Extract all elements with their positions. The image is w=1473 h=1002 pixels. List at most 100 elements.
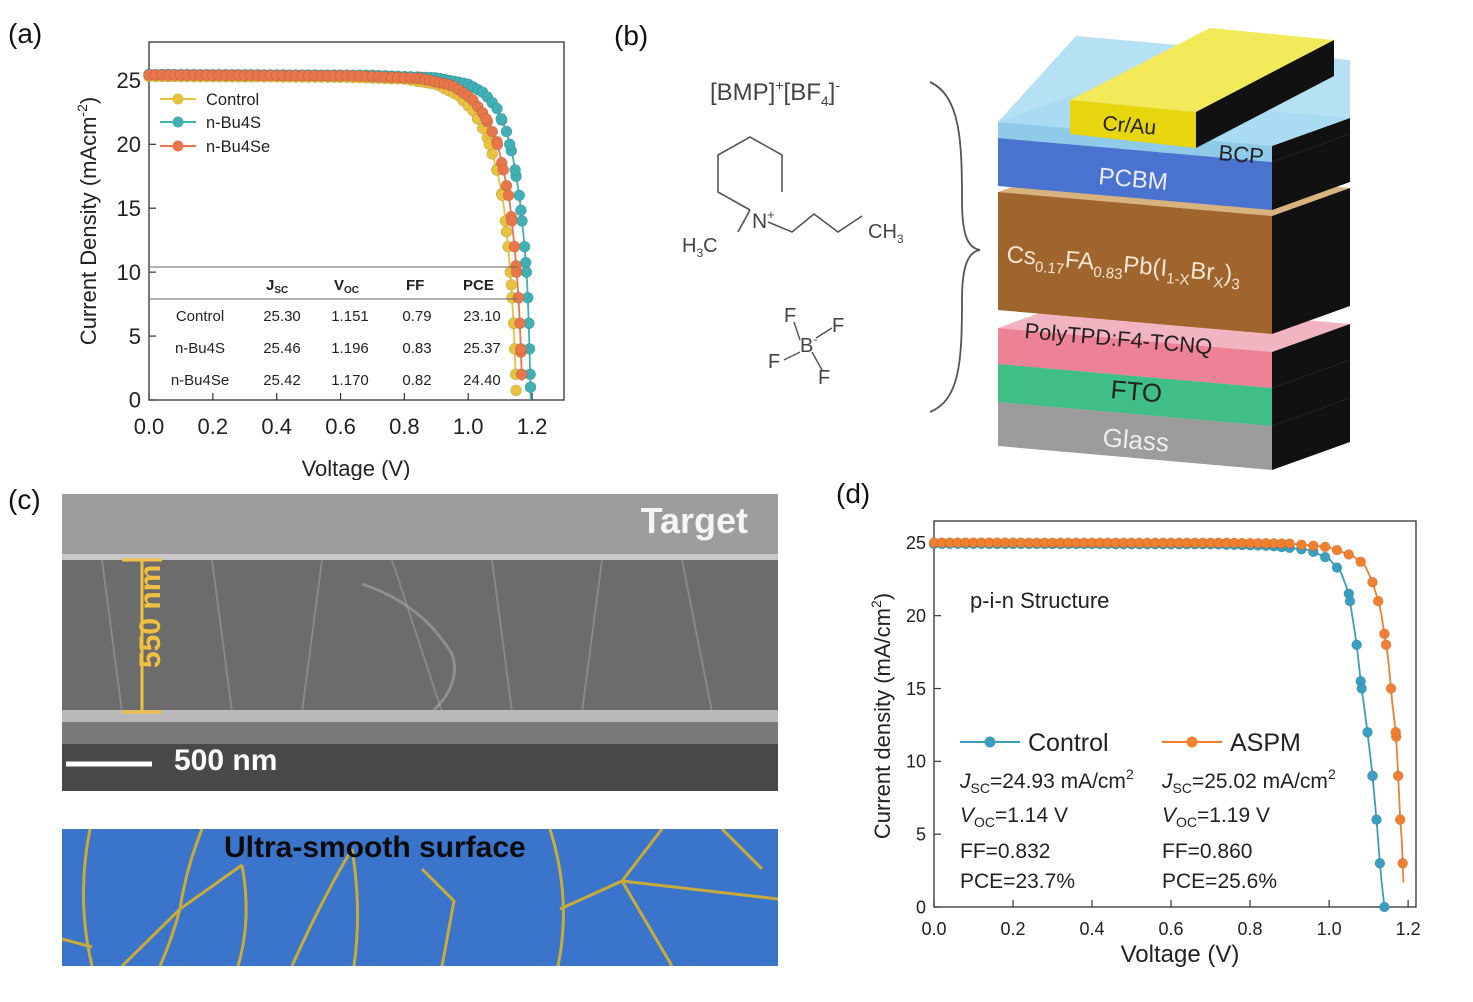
x-tick-label: 1.0	[1317, 919, 1342, 939]
chart-d-curves	[928, 537, 1409, 913]
legend-d-aspm-label: ASPM	[1230, 729, 1301, 757]
x-tick-label: 1.2	[517, 414, 548, 439]
table-row-label: Control	[176, 308, 224, 325]
data-point	[1392, 770, 1404, 782]
data-point	[1355, 556, 1367, 568]
panel-label-b: (b)	[614, 20, 649, 51]
data-point	[510, 384, 522, 397]
data-point	[514, 317, 526, 330]
data-point	[1379, 628, 1390, 640]
mol-f-top: F	[784, 305, 796, 327]
series-line-control	[149, 75, 517, 372]
data-point	[1367, 576, 1378, 588]
ionic-liquid-formula: [BMP]+[BF4]-	[710, 77, 840, 109]
legend-nbu4se-marker	[172, 140, 184, 152]
layer-electrode-label: Cr/Au	[1102, 112, 1157, 140]
x-tick-label: 0.6	[325, 414, 356, 439]
data-point	[1380, 639, 1392, 651]
legend-d-control-pce: PCE=23.7%	[960, 870, 1075, 893]
legend-nbu4s-marker	[172, 116, 184, 128]
mol-f-bottom: F	[818, 367, 830, 389]
table-cell: 25.46	[263, 340, 301, 357]
data-point	[1371, 814, 1382, 825]
table-cell: 25.37	[463, 340, 501, 357]
x-tick-label: 0.8	[1238, 919, 1263, 939]
table-cell: 25.30	[263, 308, 301, 325]
device-schematic: [BMP]+[BF4]- N+ H3C CH3 B- F F F F Glass…	[682, 28, 1350, 470]
data-point	[1397, 857, 1409, 869]
legend-nbu4s-label: n-Bu4S	[206, 114, 261, 132]
layer-pcbm-label: PCBM	[1097, 163, 1168, 196]
data-point	[1331, 544, 1343, 556]
data-point	[1356, 683, 1368, 694]
x-tick-label: 1.2	[1396, 919, 1420, 939]
data-point	[1343, 549, 1355, 560]
sem-target-label: Target	[640, 500, 748, 541]
data-point	[1307, 540, 1319, 552]
data-point	[505, 279, 518, 291]
chart-d-annotation: p-i-n Structure	[970, 588, 1109, 613]
chart-a-xlabel: Voltage (V)	[302, 456, 411, 480]
data-point	[509, 164, 521, 176]
data-point	[512, 291, 525, 304]
data-point	[1385, 683, 1397, 694]
x-tick-label: 1.0	[453, 414, 484, 439]
mol-ch3: CH3	[868, 221, 904, 246]
table-cell: 0.82	[402, 372, 431, 389]
y-tick-label: 20	[117, 132, 141, 157]
data-point	[495, 112, 508, 125]
mol-f-left: F	[768, 351, 780, 373]
table-cell: 1.196	[331, 340, 369, 357]
y-tick-label: 0	[129, 388, 141, 413]
data-point	[520, 266, 533, 278]
sem-scalebar-label: 500 nm	[174, 744, 278, 777]
mol-n-atom: N+	[752, 207, 775, 233]
data-point	[515, 368, 528, 381]
data-point	[500, 225, 513, 238]
data-point	[1344, 595, 1356, 607]
data-point	[1367, 770, 1378, 782]
y-tick-label: 25	[906, 533, 926, 553]
data-point	[518, 240, 531, 253]
table-header-pce: PCE	[463, 277, 494, 294]
data-point	[1362, 726, 1373, 738]
legend-control-marker	[172, 93, 184, 105]
data-point	[1296, 539, 1307, 551]
data-point	[505, 215, 518, 227]
y-tick-label: 5	[129, 324, 141, 349]
panel-label-c: (c)	[8, 484, 41, 515]
chart-d-plot-frame	[933, 520, 1417, 908]
x-tick-label: 0.8	[389, 414, 420, 439]
y-tick-label: 5	[916, 824, 926, 844]
data-point	[1351, 639, 1363, 651]
panel-label-d: (d)	[836, 478, 871, 509]
data-point	[1390, 726, 1402, 738]
table-cell: 0.79	[402, 308, 431, 325]
surface-label: Ultra-smooth surface	[224, 831, 526, 864]
y-tick-label: 15	[906, 679, 926, 699]
sem-thickness-label: 550 nm	[134, 564, 167, 668]
ultra-smooth-surface-illustration: Ultra-smooth surface	[62, 829, 778, 966]
mol-h3c: H3C	[682, 235, 718, 260]
data-point	[491, 102, 503, 115]
mol-b-atom: B-	[800, 332, 817, 357]
data-point	[480, 112, 492, 125]
legend-d-aspm-marker	[1186, 736, 1198, 748]
data-point	[497, 164, 510, 176]
data-point	[1284, 538, 1295, 549]
x-tick-label: 0.2	[1001, 919, 1026, 939]
x-tick-label: 0.6	[1159, 919, 1184, 939]
sem-cross-section: Target 550 nm 500 nm	[62, 494, 778, 791]
layer-bcp-label: BCP	[1218, 140, 1265, 169]
y-tick-label: 20	[906, 606, 926, 626]
bf4-anion-structure	[783, 321, 833, 371]
data-point	[524, 381, 537, 394]
bmp-cation-structure	[717, 136, 863, 233]
y-tick-label: 25	[117, 68, 141, 93]
data-point	[1319, 551, 1331, 563]
